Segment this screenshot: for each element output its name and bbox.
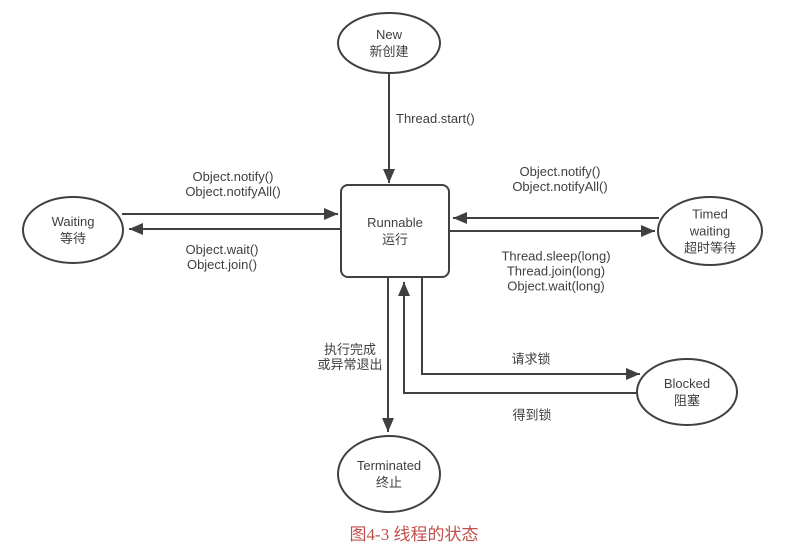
node-timed-waiting-shape <box>657 196 763 266</box>
label-waiting-notify: Object.notify() Object.notifyAll() <box>185 169 280 199</box>
label-thread-start: Thread.start() <box>396 111 475 126</box>
label-waiting-notify-line1: Object.notify() <box>192 169 274 184</box>
node-waiting-zh: 等待 <box>59 231 86 246</box>
label-waiting-wait-line2: Object.join() <box>186 257 258 272</box>
node-blocked-zh: 阻塞 <box>673 393 700 408</box>
label-timed-sleep: Thread.sleep(long) Thread.join(long) Obj… <box>501 249 610 294</box>
node-new-en: New <box>375 27 403 42</box>
node-runnable-shape <box>340 184 450 278</box>
label-timed-notify: Object.notify() Object.notifyAll() <box>512 164 607 194</box>
edge-blocked-to-runnable <box>398 282 640 394</box>
node-terminated-en: Terminated <box>356 458 422 473</box>
node-blocked-en: Blocked <box>663 376 711 391</box>
node-terminated-zh: 终止 <box>375 475 402 490</box>
node-timed-waiting: Timed waiting 超时等待 <box>678 206 742 257</box>
node-runnable: Runnable 运行 <box>367 214 423 248</box>
label-waiting-wait: Object.wait() Object.join() <box>186 242 259 272</box>
node-terminated-shape <box>337 435 441 513</box>
label-exit-line1: 执行完成 <box>323 342 377 357</box>
node-terminated: Terminated 终止 <box>357 457 421 491</box>
node-timed-waiting-en: Timed waiting <box>689 206 731 239</box>
figure-caption: 图4-3 线程的状态 <box>349 525 479 544</box>
label-timed-sleep-line2: Thread.join(long) <box>506 263 606 279</box>
label-timed-notify-line1: Object.notify() <box>519 164 601 179</box>
node-blocked: Blocked 阻塞 <box>664 375 710 409</box>
node-waiting-shape <box>22 196 124 264</box>
node-runnable-en: Runnable <box>367 215 423 230</box>
label-acquire-lock: 得到锁 <box>512 407 552 423</box>
node-waiting: Waiting 等待 <box>52 213 95 247</box>
node-new-zh: 新创建 <box>369 44 409 59</box>
label-exit: 执行完成 或异常退出 <box>317 342 382 372</box>
label-request-lock: 请求锁 <box>511 351 551 367</box>
node-blocked-shape <box>636 358 738 426</box>
label-waiting-wait-line1: Object.wait() <box>185 242 259 257</box>
node-runnable-zh: 运行 <box>381 232 408 247</box>
node-new-shape <box>337 12 441 74</box>
node-timed-waiting-zh: 超时等待 <box>683 240 736 256</box>
label-timed-sleep-line3: Object.wait(long) <box>507 278 605 294</box>
node-new: New 新创建 <box>369 26 408 60</box>
node-waiting-en: Waiting <box>51 214 95 229</box>
label-waiting-notify-line2: Object.notifyAll() <box>185 184 281 199</box>
edge-runnable-to-blocked <box>421 277 640 380</box>
label-timed-notify-line2: Object.notifyAll() <box>512 179 608 194</box>
label-exit-line2: 或异常退出 <box>317 357 383 372</box>
label-timed-sleep-line1: Thread.sleep(long) <box>501 248 611 264</box>
